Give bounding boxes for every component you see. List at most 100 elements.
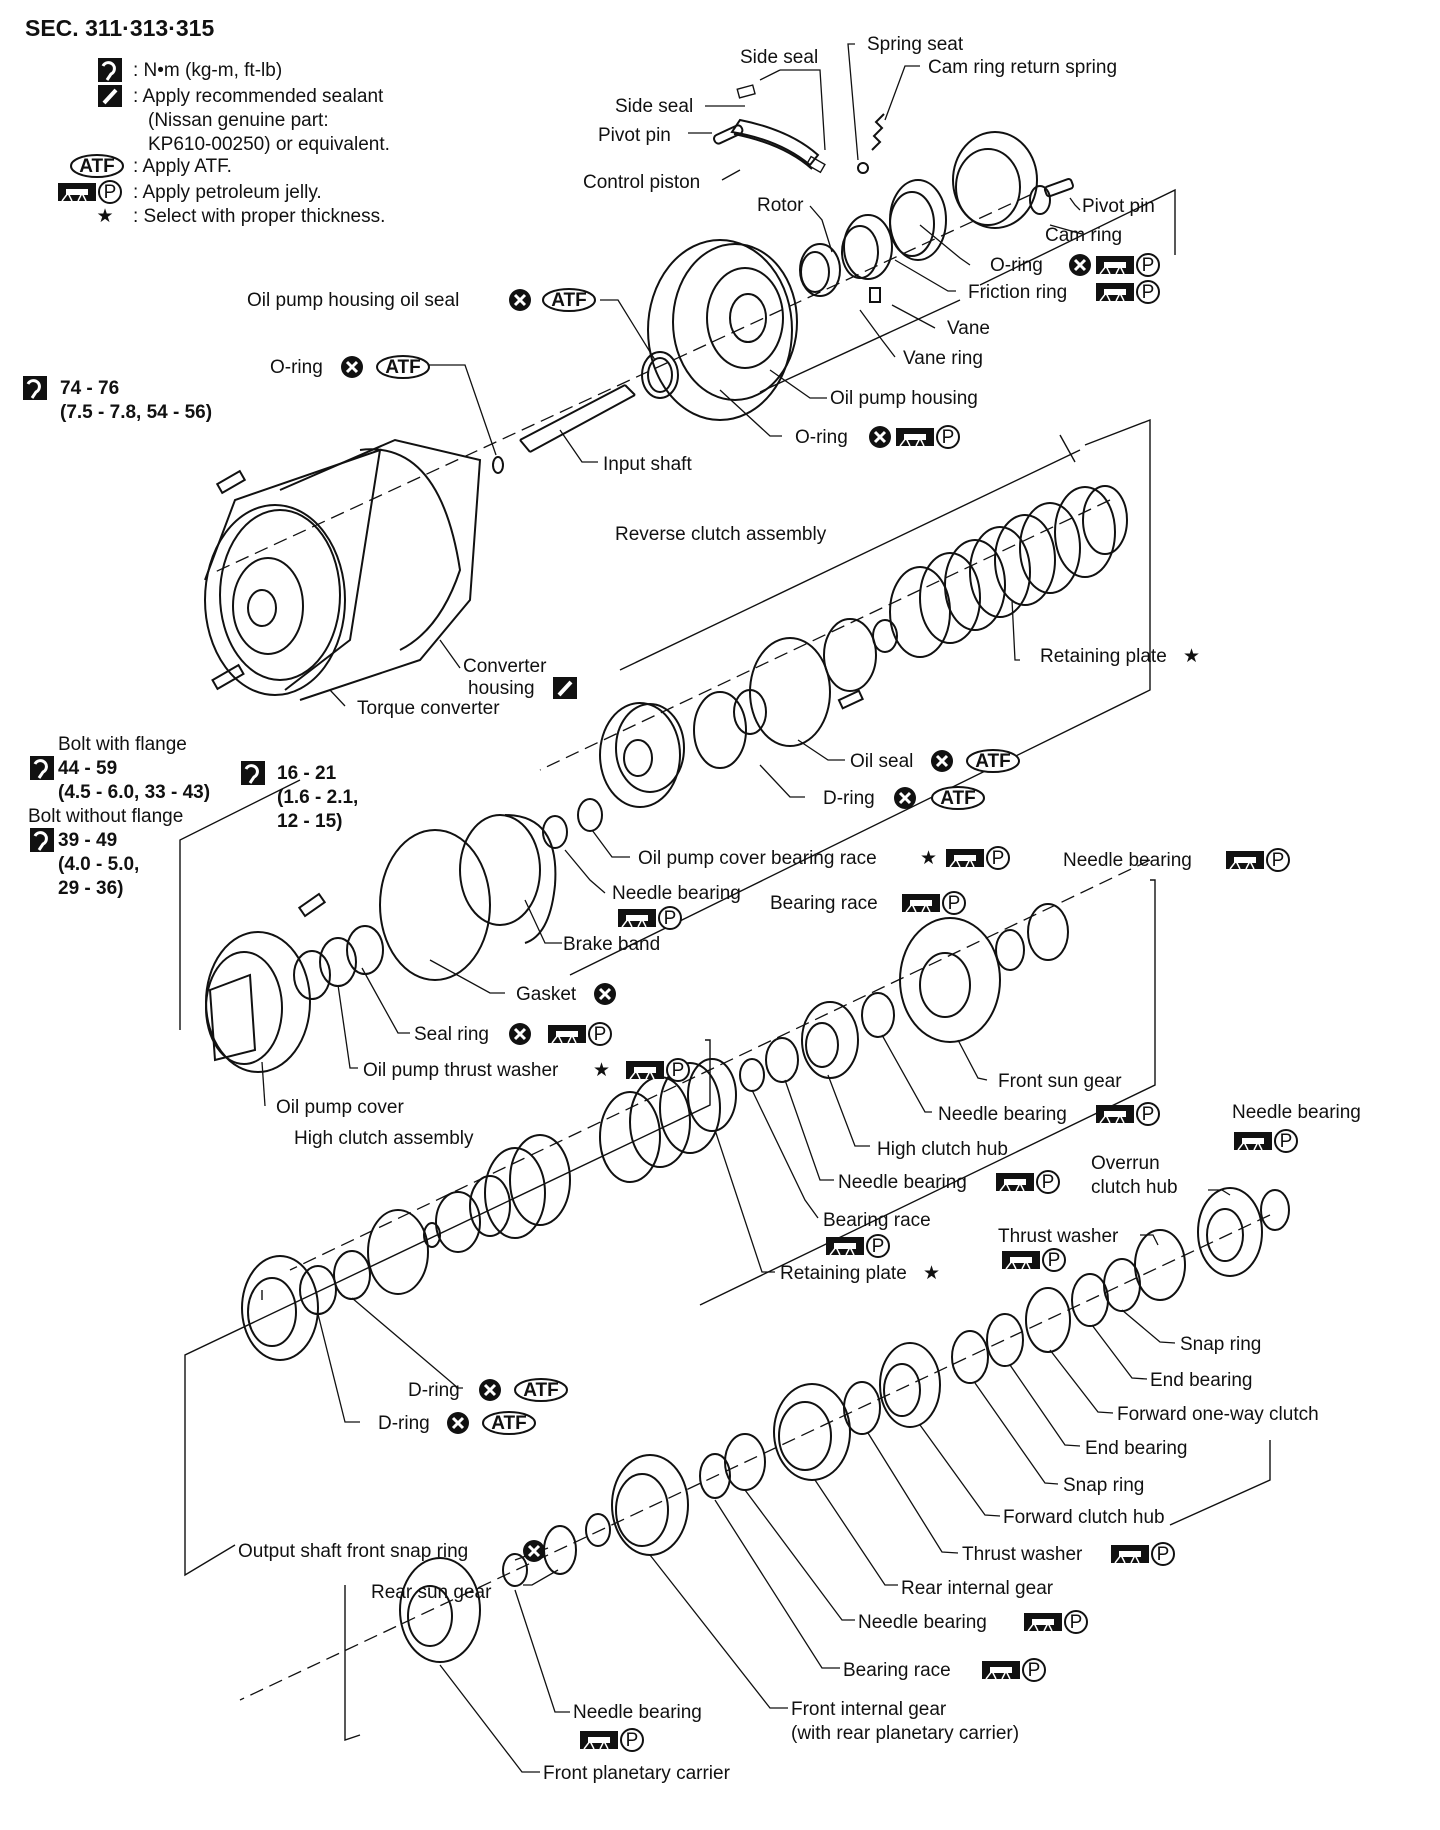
replace-icon bbox=[477, 1377, 503, 1403]
jelly-p-text: P bbox=[672, 1060, 685, 1081]
replace-icon bbox=[867, 424, 893, 450]
housing-bolt-torque: 74 - 76 bbox=[60, 378, 119, 399]
label-overrun-2: clutch hub bbox=[1091, 1177, 1178, 1198]
torque-specs: 74 - 76 (7.5 - 7.8, 54 - 56) 16 - 21 (1.… bbox=[21, 374, 358, 899]
legend-torque: : N•m (kg-m, ft-lb) bbox=[133, 60, 282, 81]
bolt-with-flange-torque-detail: (4.5 - 6.0, 33 - 43) bbox=[58, 782, 210, 803]
star-icon: ★ bbox=[1183, 646, 1200, 667]
label-oil-pump-housing: Oil pump housing bbox=[830, 388, 978, 409]
jelly-p-text: P bbox=[1272, 850, 1285, 871]
jelly-p-text: P bbox=[1142, 255, 1155, 276]
label-needle-bearing-1: Needle bearing bbox=[1063, 850, 1192, 871]
label-d-ring-1: D-ring bbox=[823, 788, 875, 809]
label-retaining-plate-1: Retaining plate bbox=[1040, 646, 1167, 667]
label-friction-ring: Friction ring bbox=[968, 282, 1067, 303]
label-reverse-clutch-assembly: Reverse clutch assembly bbox=[615, 524, 827, 545]
label-torque-converter: Torque converter bbox=[357, 698, 500, 719]
label-bearing-race-1: Bearing race bbox=[770, 893, 878, 914]
label-oil-pump-cover: Oil pump cover bbox=[276, 1097, 404, 1118]
label-vane-ring: Vane ring bbox=[903, 348, 983, 369]
label-oil-pump-housing-oil-seal: Oil pump housing oil seal bbox=[247, 290, 459, 311]
jelly-p-text: P bbox=[1048, 1250, 1061, 1271]
pump-cover-bolt-torque-detail-2: 12 - 15) bbox=[277, 811, 342, 832]
sealant-icon bbox=[96, 83, 124, 109]
replace-icon bbox=[521, 1538, 547, 1564]
atf-badge-text: ATF bbox=[940, 788, 976, 809]
label-brake-band: Brake band bbox=[563, 934, 660, 955]
legend-jelly: : Apply petroleum jelly. bbox=[133, 182, 322, 203]
label-front-internal-gear-1: Front internal gear bbox=[791, 1699, 947, 1720]
star-icon: ★ bbox=[920, 848, 937, 869]
label-seal-ring: Seal ring bbox=[414, 1024, 489, 1045]
atf-badge-text: ATF bbox=[79, 156, 115, 177]
atf-badge-text: ATF bbox=[551, 290, 587, 311]
label-thrust-washer-2: Thrust washer bbox=[962, 1544, 1083, 1565]
jelly-p-text: P bbox=[1070, 1612, 1083, 1633]
jelly-p-text: P bbox=[1157, 1544, 1170, 1565]
atf-badge-text: ATF bbox=[385, 357, 421, 378]
label-o-ring-top: O-ring bbox=[990, 255, 1043, 276]
label-gasket: Gasket bbox=[516, 984, 577, 1005]
label-high-clutch-hub: High clutch hub bbox=[877, 1139, 1008, 1160]
star-icon: ★ bbox=[923, 1263, 940, 1284]
star-icon: ★ bbox=[96, 206, 113, 227]
legend-sealant-detail-1: (Nissan genuine part: bbox=[148, 110, 329, 131]
label-oil-pump-thrust-washer: Oil pump thrust washer bbox=[363, 1060, 559, 1081]
torque-wrench-icon bbox=[96, 56, 124, 84]
sealant-icon bbox=[551, 675, 579, 701]
label-needle-bearing-3: Needle bearing bbox=[938, 1104, 1067, 1125]
label-converter-housing-2: housing bbox=[468, 678, 535, 699]
replace-icon bbox=[339, 354, 365, 380]
bolt-without-flange-torque-detail-1: (4.0 - 5.0, bbox=[58, 854, 139, 875]
replace-icon bbox=[445, 1410, 471, 1436]
assembly-brackets bbox=[179, 188, 1271, 1741]
label-front-sun-gear: Front sun gear bbox=[998, 1071, 1122, 1092]
replace-icon bbox=[892, 785, 918, 811]
jelly-p-text: P bbox=[1142, 282, 1155, 303]
label-needle-bearing-5: Needle bearing bbox=[858, 1612, 987, 1633]
replace-icon bbox=[507, 287, 533, 313]
label-front-planetary-carrier: Front planetary carrier bbox=[543, 1763, 731, 1784]
section-number: SEC. 311·313·315 bbox=[25, 15, 214, 41]
label-front-internal-gear-2: (with rear planetary carrier) bbox=[791, 1723, 1019, 1744]
label-o-ring-left: O-ring bbox=[270, 357, 323, 378]
bolt-without-flange-torque-detail-2: 29 - 36) bbox=[58, 878, 123, 899]
label-o-ring-mid: O-ring bbox=[795, 427, 848, 448]
jelly-p-text: P bbox=[1028, 1660, 1041, 1681]
label-snap-ring-2: Snap ring bbox=[1063, 1475, 1144, 1496]
oil-pump-parts bbox=[492, 84, 1074, 474]
label-rotor: Rotor bbox=[757, 195, 804, 216]
label-needle-bearing-right: Needle bearing bbox=[1232, 1102, 1361, 1123]
atf-badge-text: ATF bbox=[975, 751, 1011, 772]
label-cam-ring: Cam ring bbox=[1045, 225, 1122, 246]
label-control-piston: Control piston bbox=[583, 172, 700, 193]
replace-icon bbox=[929, 748, 955, 774]
label-overrun-1: Overrun bbox=[1091, 1153, 1160, 1174]
assembly-axis-lines bbox=[214, 194, 1271, 1701]
bolt-with-flange-torque: 44 - 59 bbox=[58, 758, 117, 779]
label-forward-one-way-clutch: Forward one-way clutch bbox=[1117, 1404, 1319, 1425]
jelly-p-text: P bbox=[1142, 1104, 1155, 1125]
bolt-without-flange-title: Bolt without flange bbox=[28, 806, 183, 827]
label-bearing-race-2: Bearing race bbox=[823, 1210, 931, 1231]
label-rear-internal-gear: Rear internal gear bbox=[901, 1578, 1054, 1599]
label-vane: Vane bbox=[947, 318, 990, 339]
label-thrust-washer-1: Thrust washer bbox=[998, 1226, 1119, 1247]
label-spring-seat: Spring seat bbox=[867, 34, 964, 55]
label-snap-ring-1: Snap ring bbox=[1180, 1334, 1261, 1355]
label-side-seal: Side seal bbox=[615, 96, 693, 117]
label-forward-clutch-hub: Forward clutch hub bbox=[1003, 1507, 1165, 1528]
legend-sealant: : Apply recommended sealant bbox=[133, 86, 384, 107]
label-end-bearing-1: End bearing bbox=[1150, 1370, 1252, 1391]
bolt-with-flange-title: Bolt with flange bbox=[58, 734, 187, 755]
jelly-p-text: P bbox=[626, 1730, 639, 1751]
label-output-shaft-front-snap-ring: Output shaft front snap ring bbox=[238, 1541, 468, 1562]
housing-bolt-torque-detail: (7.5 - 7.8, 54 - 56) bbox=[60, 402, 212, 423]
replace-icon bbox=[592, 981, 618, 1007]
brake-band-gasket-pump-cover bbox=[205, 814, 557, 1073]
jelly-p-text: P bbox=[594, 1024, 607, 1045]
torque-wrench-icon bbox=[21, 374, 49, 402]
star-icon: ★ bbox=[593, 1060, 610, 1081]
sun-gear-high-clutch-parts bbox=[241, 903, 1069, 1361]
label-rear-sun-gear: Rear sun gear bbox=[371, 1582, 492, 1603]
